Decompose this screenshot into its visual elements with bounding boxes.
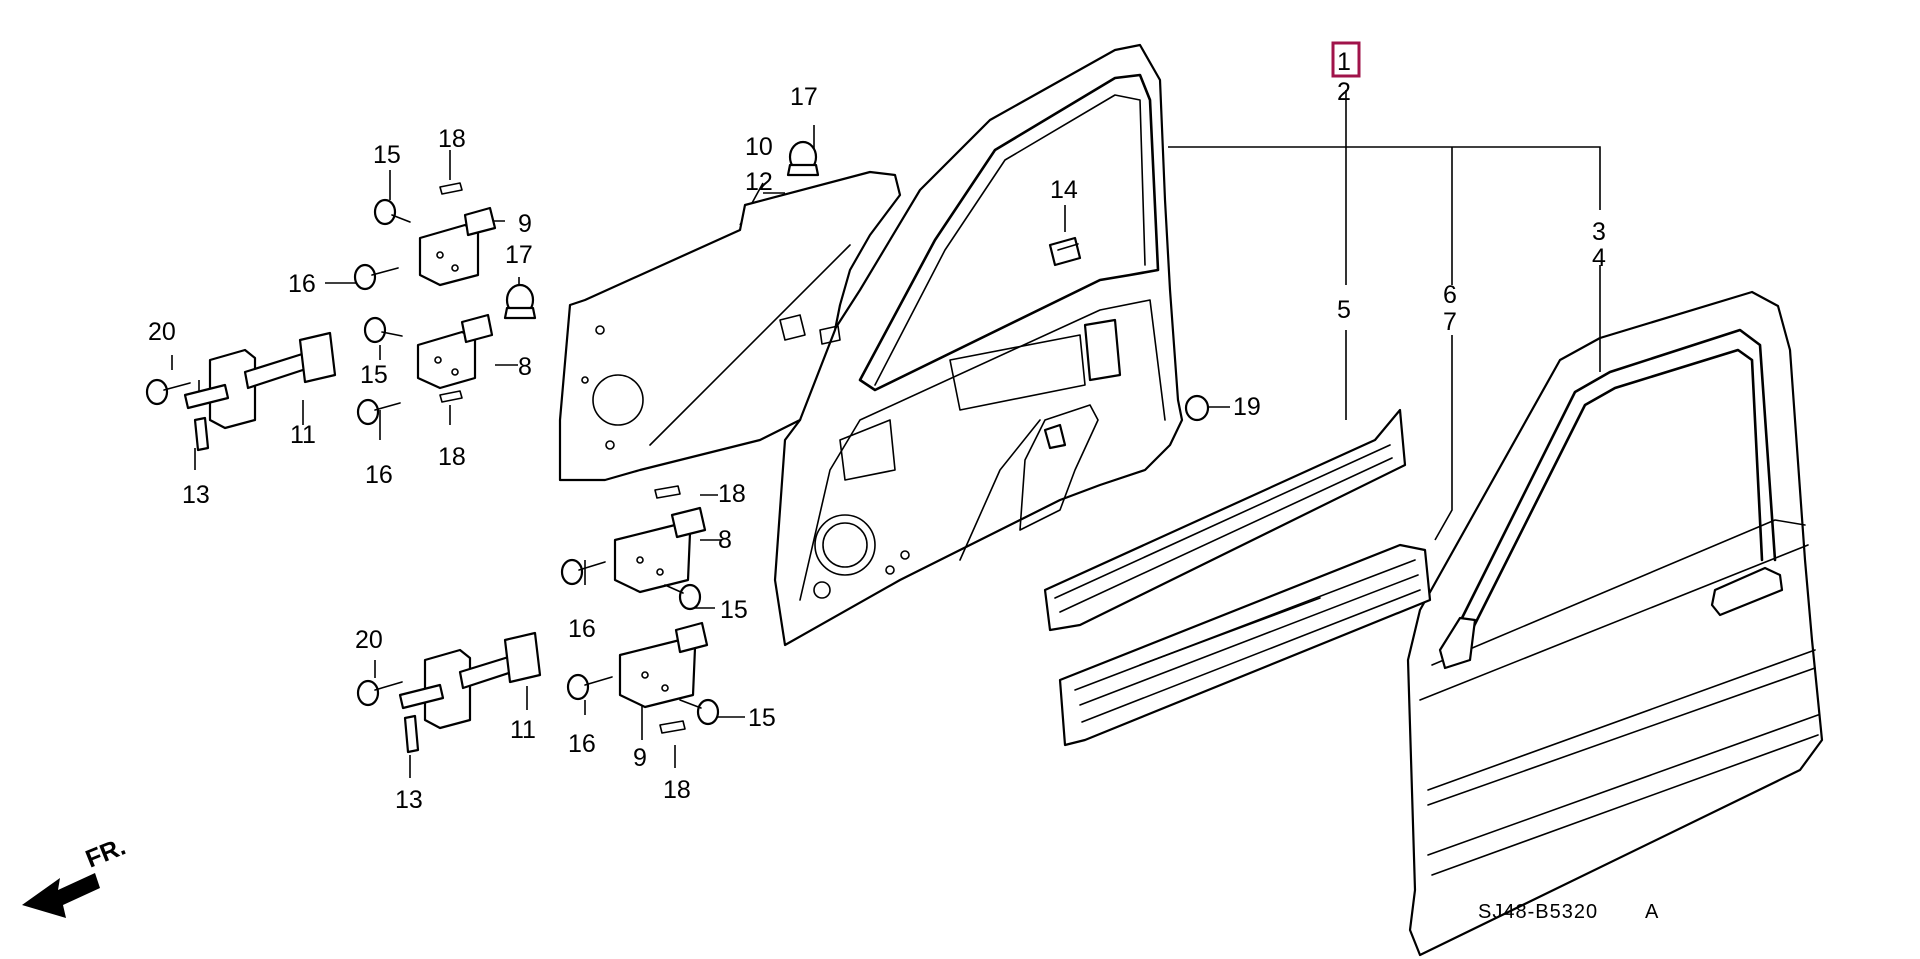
callout-18c[interactable]: 18	[718, 480, 746, 508]
bolt-20-b[interactable]	[356, 679, 403, 707]
callout-8a[interactable]: 8	[518, 353, 532, 381]
hinge-lower-8[interactable]	[613, 506, 707, 594]
door-sill-lower[interactable]	[1058, 543, 1432, 747]
bolt-15-b[interactable]	[363, 316, 403, 344]
door-inner-frame[interactable]	[773, 43, 1184, 647]
callout-13b[interactable]: 13	[395, 786, 423, 814]
callout-20a[interactable]: 20	[148, 318, 176, 346]
callout-15a[interactable]: 15	[373, 141, 401, 169]
direction-label: FR.	[82, 833, 130, 874]
door-checker-upper[interactable]	[183, 331, 337, 452]
callout-7[interactable]: 7	[1443, 308, 1457, 336]
clip-18-a[interactable]	[439, 182, 463, 195]
callout-5[interactable]: 5	[1337, 296, 1351, 324]
nut-17-a[interactable]	[786, 140, 820, 177]
callout-9a[interactable]: 9	[518, 210, 532, 238]
diagram-code: SJ48-B5320	[1478, 901, 1598, 923]
bolt-15-a[interactable]	[373, 198, 411, 226]
callout-19[interactable]: 19	[1233, 393, 1261, 421]
callout-2[interactable]: 2	[1337, 78, 1351, 106]
callout-17a[interactable]: 17	[790, 83, 818, 111]
bolt-20-a[interactable]	[145, 378, 191, 406]
bolt-15-c[interactable]	[664, 583, 702, 611]
front-direction-arrow: FR.	[22, 833, 130, 918]
callout-16a[interactable]: 16	[288, 270, 316, 298]
callout-16c[interactable]: 16	[568, 615, 596, 643]
callout-9b[interactable]: 9	[633, 744, 647, 772]
door-outer-skin[interactable]	[1406, 290, 1824, 957]
hinge-upper-9[interactable]	[418, 206, 497, 287]
clip-18-d[interactable]	[659, 720, 686, 734]
callout-labels: 1 2 3 4 5 6 7 8 8 9 9 10 11 11 12 13 13 …	[148, 48, 1606, 814]
callout-16d[interactable]: 16	[568, 730, 596, 758]
bolt-15-d[interactable]	[679, 698, 720, 726]
hinge-upper-8[interactable]	[416, 313, 494, 390]
callout-18a[interactable]: 18	[438, 125, 466, 153]
callout-11b[interactable]: 11	[510, 716, 536, 744]
door-checker-lower[interactable]	[398, 631, 542, 754]
clip-18-c[interactable]	[654, 485, 681, 499]
callout-13a[interactable]: 13	[182, 481, 210, 509]
bolt-16-b[interactable]	[356, 398, 401, 426]
leader-lines	[171, 90, 1601, 778]
nut-17-b[interactable]	[503, 283, 537, 320]
sealing-sheet[interactable]	[558, 170, 902, 482]
callout-10[interactable]: 10	[745, 133, 773, 161]
hinge-lower-9[interactable]	[618, 621, 709, 709]
callout-20b[interactable]: 20	[355, 626, 383, 654]
callout-6[interactable]: 6	[1443, 281, 1457, 309]
grommet-19[interactable]	[1184, 394, 1210, 422]
clip-14[interactable]	[1048, 236, 1082, 267]
bolt-16-c[interactable]	[560, 558, 606, 586]
callout-18b[interactable]: 18	[438, 443, 466, 471]
callout-1[interactable]: 1	[1337, 48, 1351, 76]
bolt-16-d[interactable]	[566, 673, 613, 701]
callout-15c[interactable]: 15	[720, 596, 748, 624]
diagram-revision: A	[1645, 901, 1659, 923]
callout-8b[interactable]: 8	[718, 526, 732, 554]
callout-14[interactable]: 14	[1050, 176, 1078, 204]
highlight-box	[1331, 41, 1361, 78]
callout-3[interactable]: 3	[1592, 218, 1606, 246]
callout-4[interactable]: 4	[1592, 244, 1606, 272]
door-sill-inner[interactable]	[1043, 408, 1407, 632]
bolt-16-a[interactable]	[353, 263, 399, 291]
callout-11a[interactable]: 11	[290, 421, 316, 449]
callout-16b[interactable]: 16	[365, 461, 393, 489]
callout-17b[interactable]: 17	[505, 241, 533, 269]
callout-12[interactable]: 12	[745, 168, 773, 196]
callout-15d[interactable]: 15	[748, 704, 776, 732]
clip-18-b[interactable]	[439, 390, 463, 403]
callout-15b[interactable]: 15	[360, 361, 388, 389]
callout-18d[interactable]: 18	[663, 776, 691, 804]
